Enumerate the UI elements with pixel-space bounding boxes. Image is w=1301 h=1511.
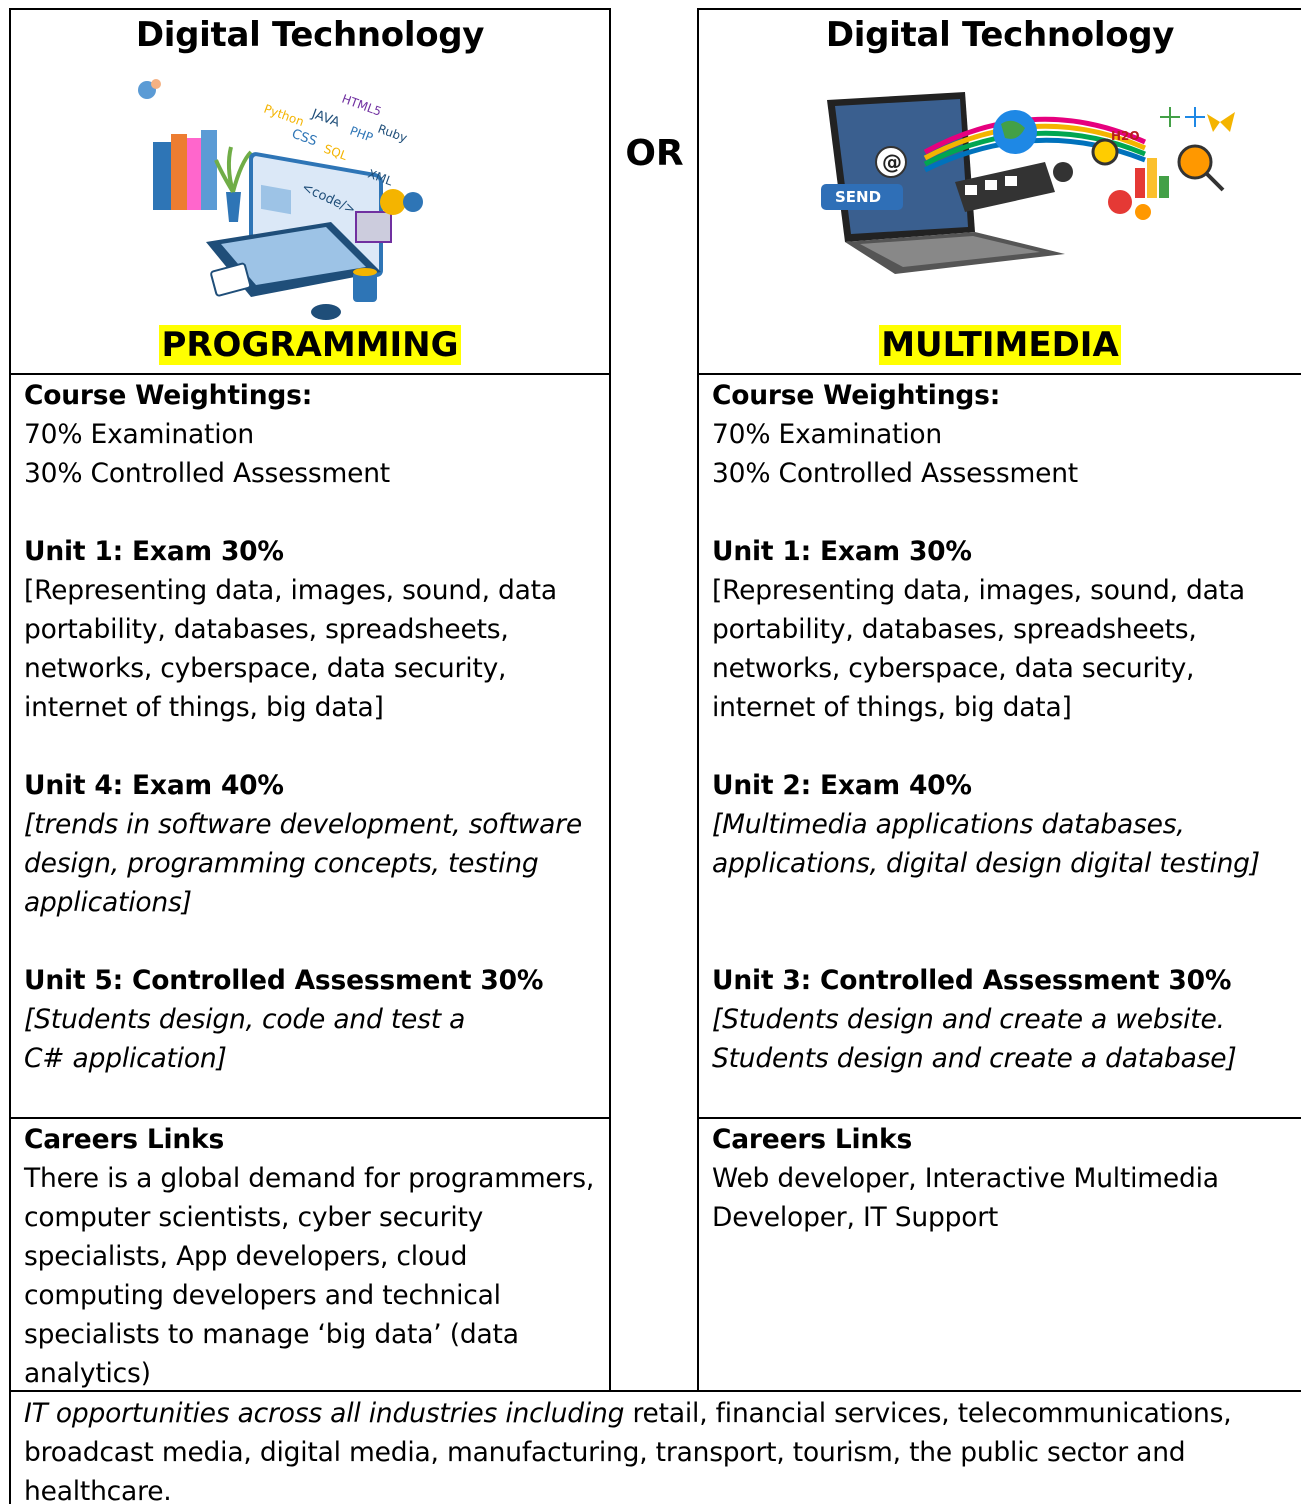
- weightings-heading: Course Weightings:: [712, 380, 1001, 411]
- programming-title: Digital Technology: [135, 15, 485, 55]
- ruby-label: Ruby: [376, 122, 409, 145]
- weighting-item: 70% Examination: [24, 419, 254, 450]
- unit-heading: Unit 4: Exam 40%: [24, 770, 284, 801]
- careers-text: Web developer, Interactive Multimedia De…: [712, 1163, 1219, 1233]
- html5-label: HTML5: [340, 92, 383, 119]
- careers-heading: Careers Links: [712, 1124, 913, 1155]
- java-label: JAVA: [309, 106, 342, 130]
- border-line: [697, 8, 1301, 10]
- unit-heading: Unit 5: Controlled Assessment 30%: [24, 965, 544, 996]
- unit-heading: Unit 3: Controlled Assessment 30%: [712, 965, 1232, 996]
- industries-footer: IT opportunities across all industries i…: [24, 1394, 1274, 1511]
- weighting-item: 70% Examination: [712, 419, 942, 450]
- multimedia-subtitle-highlight: MULTIMEDIA: [879, 325, 1121, 365]
- unit-heading: Unit 1: Exam 30%: [712, 536, 972, 567]
- programming-header-cell: Digital Technology Python JAVA HTML5 CSS…: [11, 10, 609, 373]
- multimedia-illustration: SEND @ H2O: [821, 92, 1235, 274]
- programming-subtitle: PROGRAMMING: [11, 325, 609, 365]
- h2o-label: H2O: [1111, 129, 1140, 143]
- border-line: [9, 8, 611, 10]
- unit-description: [Students design and create a website. S…: [712, 1004, 1237, 1074]
- at-sign-label: @: [882, 150, 902, 174]
- multimedia-title: Digital Technology: [825, 15, 1175, 55]
- unit-description: [Representing data, images, sound, data …: [712, 575, 1245, 723]
- css-label: CSS: [290, 127, 319, 150]
- border-line: [697, 373, 1301, 375]
- weighting-item: 30% Controlled Assessment: [712, 458, 1078, 489]
- border-line: [609, 8, 611, 1392]
- multimedia-careers: Careers Links Web developer, Interactive…: [712, 1120, 1272, 1237]
- programming-course-details: Course Weightings: 70% Examination 30% C…: [24, 376, 604, 1078]
- unit-description: [Representing data, images, sound, data …: [24, 575, 557, 723]
- programming-subtitle-highlight: PROGRAMMING: [159, 325, 461, 365]
- border-line: [697, 1117, 1301, 1119]
- border-line: [697, 8, 699, 1392]
- multimedia-header-cell: Digital Technology SEND @ H2O MULTI: [699, 10, 1301, 373]
- careers-heading: Careers Links: [24, 1124, 225, 1155]
- unit-description: [Multimedia applications databases, appl…: [712, 809, 1260, 879]
- programming-illustration: Python JAVA HTML5 CSS PHP Ruby SQL XML <…: [138, 79, 423, 320]
- weightings-heading: Course Weightings:: [24, 380, 313, 411]
- border-line: [9, 1117, 611, 1119]
- unit-description: [trends in software development, softwar…: [24, 809, 582, 918]
- python-label: Python: [262, 102, 306, 129]
- multimedia-course-details: Course Weightings: 70% Examination 30% C…: [712, 376, 1292, 1078]
- careers-text: There is a global demand for programmers…: [24, 1163, 595, 1389]
- footer-italic-text: IT opportunities across all industries i…: [24, 1398, 625, 1429]
- sql-label: SQL: [322, 142, 349, 163]
- border-line: [9, 1390, 1301, 1392]
- or-label: OR: [625, 133, 684, 174]
- border-line: [9, 8, 11, 1504]
- border-line: [9, 373, 611, 375]
- php-label: PHP: [348, 124, 375, 145]
- weighting-item: 30% Controlled Assessment: [24, 458, 390, 489]
- programming-careers: Careers Links There is a global demand f…: [24, 1120, 604, 1393]
- unit-heading: Unit 1: Exam 30%: [24, 536, 284, 567]
- multimedia-subtitle: MULTIMEDIA: [699, 325, 1301, 365]
- send-label: SEND: [835, 188, 881, 206]
- footer-text: retail, financial services, telecommunic…: [24, 1398, 1232, 1507]
- unit-heading: Unit 2: Exam 40%: [712, 770, 972, 801]
- unit-description: [Students design, code and test a C# app…: [24, 1004, 466, 1074]
